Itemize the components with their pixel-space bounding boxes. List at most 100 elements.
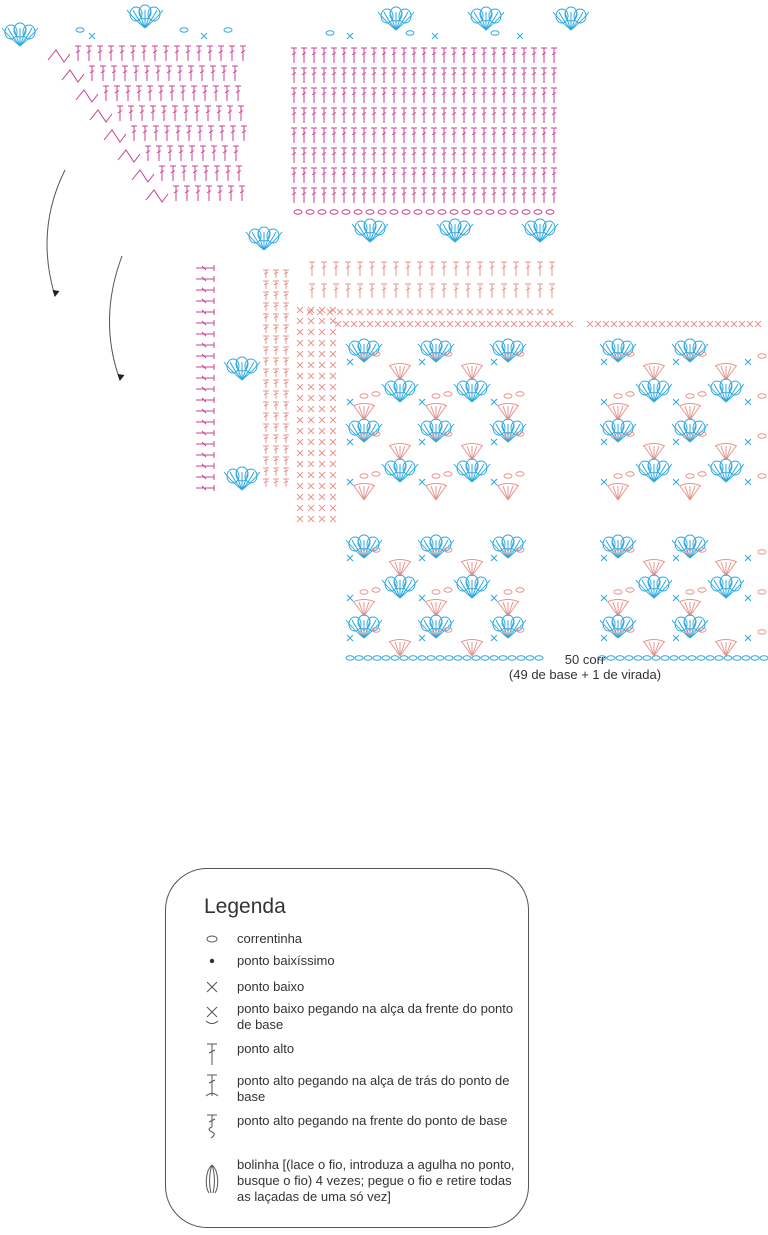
chain-count-label: 50 corr — [564, 652, 606, 667]
double-crochet-symbol — [501, 67, 507, 83]
bobble-cluster-symbol — [507, 539, 527, 559]
single-crochet-symbol — [342, 320, 350, 328]
single-crochet-symbol — [744, 554, 752, 562]
double-crochet-symbol — [216, 105, 222, 121]
shell-symbol — [394, 445, 401, 461]
bobble-cluster-symbol — [707, 383, 727, 403]
shell-symbol — [689, 485, 696, 501]
rotated-double-crochet-symbol — [196, 430, 215, 436]
bobble-cluster-symbol — [635, 579, 655, 599]
double-crochet-symbol — [491, 47, 497, 63]
double-crochet-symbol — [511, 107, 517, 123]
single-crochet-symbol — [296, 482, 304, 490]
bobble-cluster-symbol — [521, 223, 541, 243]
double-crochet-symbol — [481, 87, 487, 103]
double-crochet-symbol — [541, 127, 547, 143]
double-crochet-symbol — [133, 65, 139, 81]
bobble-symbol — [420, 420, 434, 436]
shell-symbol — [461, 365, 473, 381]
double-crochet-symbol — [263, 368, 269, 377]
bobble-symbol — [611, 614, 625, 630]
chain-symbol — [714, 655, 724, 661]
double-crochet-symbol — [291, 47, 297, 63]
double-crochet-symbol — [401, 127, 407, 143]
bobble-symbol — [456, 576, 470, 592]
chain-symbol — [545, 209, 555, 215]
single-crochet-symbol — [318, 515, 326, 523]
shell-top-symbol — [714, 559, 738, 563]
bobble-cluster-symbol — [223, 471, 243, 491]
chain-symbol — [443, 547, 453, 553]
double-crochet-symbol — [361, 47, 367, 63]
chain-symbol — [697, 587, 707, 593]
bobble-cluster-symbol — [399, 383, 419, 403]
double-crochet-symbol — [541, 67, 547, 83]
double-crochet-symbol — [471, 187, 477, 203]
double-crochet-symbol — [131, 125, 137, 141]
double-crochet-symbol — [86, 45, 92, 61]
double-crochet-symbol — [491, 107, 497, 123]
single-crochet-symbol — [744, 438, 752, 446]
shell-symbol — [507, 405, 514, 421]
bobble-cluster-symbol — [653, 383, 673, 403]
shell-symbol — [430, 405, 437, 421]
single-crochet-symbol — [534, 320, 542, 328]
double-crochet-symbol — [158, 85, 164, 101]
double-crochet-symbol — [381, 283, 387, 298]
bobble-cluster-symbol — [635, 463, 655, 483]
bobble-cluster-symbol — [351, 423, 365, 443]
double-crochet-symbol — [311, 87, 317, 103]
double-crochet-symbol — [228, 185, 234, 201]
double-crochet-symbol — [541, 107, 547, 123]
double-crochet-symbol — [213, 85, 219, 101]
bobble-symbol — [348, 536, 362, 552]
double-crochet-symbol — [197, 125, 203, 141]
double-crochet-symbol — [174, 45, 180, 61]
bobble-symbol — [429, 534, 443, 550]
single-crochet-symbol — [318, 427, 326, 435]
shell-symbol — [430, 601, 437, 617]
chain-symbol — [389, 209, 399, 215]
shell-symbol — [471, 365, 478, 381]
shell-symbol — [725, 445, 737, 461]
double-crochet-symbol — [341, 107, 347, 123]
double-crochet-symbol — [441, 147, 447, 163]
bobble-cluster-symbol — [495, 343, 509, 363]
double-crochet-symbol — [521, 127, 527, 143]
single-crochet-symbol — [318, 504, 326, 512]
double-crochet-symbol — [411, 147, 417, 163]
bobble-cluster-symbol — [653, 463, 673, 483]
bobble-cluster-symbol — [229, 361, 243, 381]
bobble-symbol — [357, 338, 371, 354]
double-crochet-symbol — [361, 107, 367, 123]
chain-symbol — [613, 473, 623, 479]
double-crochet-symbol — [150, 105, 156, 121]
double-crochet-symbol — [341, 167, 347, 183]
double-crochet-symbol — [144, 65, 150, 81]
single-crochet-symbol — [466, 308, 474, 316]
double-crochet-symbol — [371, 187, 377, 203]
shell-symbol — [389, 641, 401, 657]
double-crochet-symbol — [301, 167, 307, 183]
shell-symbol — [653, 641, 665, 657]
double-crochet-symbol — [531, 167, 537, 183]
bobble-cluster-symbol — [363, 539, 383, 559]
rotated-double-crochet-symbol — [196, 342, 215, 348]
double-crochet-symbol — [531, 187, 537, 203]
bobble-cluster-symbol — [617, 343, 637, 363]
double-crochet-symbol — [218, 45, 224, 61]
shell-symbol — [389, 365, 401, 381]
double-crochet-symbol — [393, 283, 399, 298]
legend-label: ponto baixíssimo — [237, 953, 335, 968]
chain-symbol — [759, 655, 768, 661]
chain-symbol — [431, 589, 441, 595]
single-crochet-symbol — [307, 493, 315, 501]
double-crochet-symbol — [159, 165, 165, 181]
bobble-cluster-symbol — [132, 9, 146, 29]
shell-top-symbol — [388, 363, 412, 367]
double-crochet-symbol — [263, 390, 269, 399]
single-crochet-symbol — [307, 394, 315, 402]
edge-cluster-symbol — [145, 189, 169, 203]
single-crochet-symbol — [754, 320, 762, 328]
single-crochet-symbol — [316, 308, 324, 316]
